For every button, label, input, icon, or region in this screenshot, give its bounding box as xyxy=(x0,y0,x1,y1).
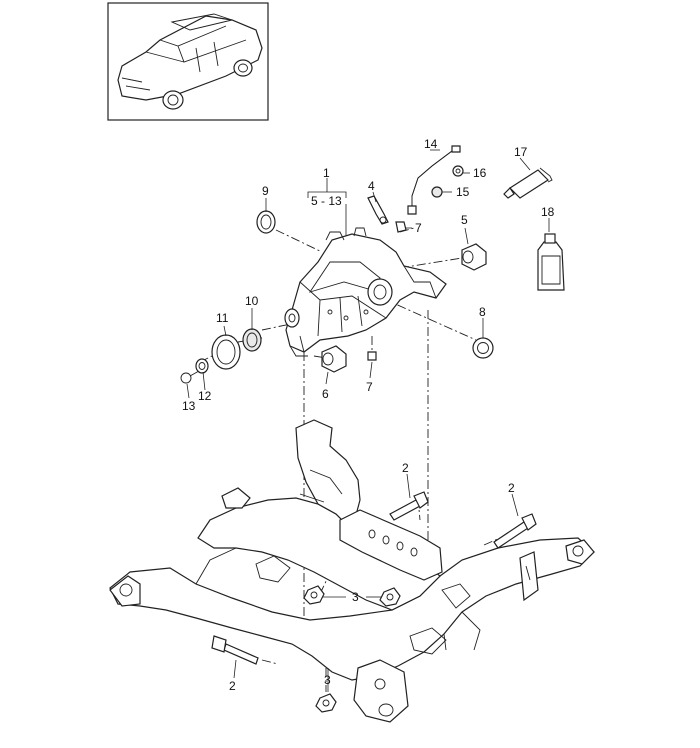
callout-18: 18 xyxy=(541,205,555,219)
callout-3-bottom: 3 xyxy=(324,673,331,687)
callout-16: 16 xyxy=(473,166,487,180)
part-2-bolt-left xyxy=(211,635,259,665)
part-8-seal xyxy=(472,337,494,359)
part-2-bolt-right xyxy=(493,513,537,549)
callout-7-lower: 7 xyxy=(366,380,373,394)
part-3-nut-c xyxy=(315,693,337,713)
callout-3-middle: 3 xyxy=(352,590,359,604)
callout-8: 8 xyxy=(479,305,486,319)
part-17-sealant-tube xyxy=(503,167,553,199)
callout-2-left: 2 xyxy=(229,679,236,693)
leader-lines xyxy=(186,149,550,692)
part-11-seal xyxy=(211,334,241,370)
part-9-seal xyxy=(256,210,276,234)
callout-12: 12 xyxy=(198,389,212,403)
callout-4: 4 xyxy=(368,179,375,193)
vehicle-thumbnail xyxy=(107,2,269,121)
callout-14: 14 xyxy=(424,137,438,151)
callout-9: 9 xyxy=(262,184,269,198)
callout-17: 17 xyxy=(514,145,528,159)
callout-6: 6 xyxy=(322,387,329,401)
rear-subframe xyxy=(109,419,595,723)
part-4-sensor xyxy=(367,195,389,225)
part-16-cap xyxy=(452,165,464,177)
part-10-ring xyxy=(242,328,262,352)
callout-11: 11 xyxy=(216,311,229,325)
part-18-oil-bottle xyxy=(537,233,565,291)
callout-range-5-13: 5 - 13 xyxy=(311,194,342,208)
callout-labels: 1 5 - 13 9 4 14 16 15 17 18 7 5 10 11 8 … xyxy=(182,137,555,693)
part-3-nut-a xyxy=(303,585,325,605)
callout-2-right: 2 xyxy=(508,481,515,495)
part-12-washer xyxy=(195,358,209,374)
callout-7-upper: 7 xyxy=(415,221,422,235)
part-15-clip xyxy=(431,186,443,198)
part-6-bushing xyxy=(321,345,347,373)
part-3-nut-b xyxy=(379,587,401,607)
part-7-screw-upper xyxy=(395,221,407,233)
part-7-screw-lower xyxy=(367,351,377,361)
part-13-circlip xyxy=(180,372,192,384)
callout-10: 10 xyxy=(245,294,259,308)
callout-1: 1 xyxy=(323,166,330,180)
callout-5: 5 xyxy=(461,213,468,227)
part-5-bushing xyxy=(461,243,487,271)
rear-differential xyxy=(284,227,447,357)
part-14-vent-hose xyxy=(407,145,461,215)
callout-2-center: 2 xyxy=(402,461,409,475)
part-2-bolt-center xyxy=(389,491,429,521)
callout-15: 15 xyxy=(456,185,470,199)
callout-13: 13 xyxy=(182,399,196,413)
